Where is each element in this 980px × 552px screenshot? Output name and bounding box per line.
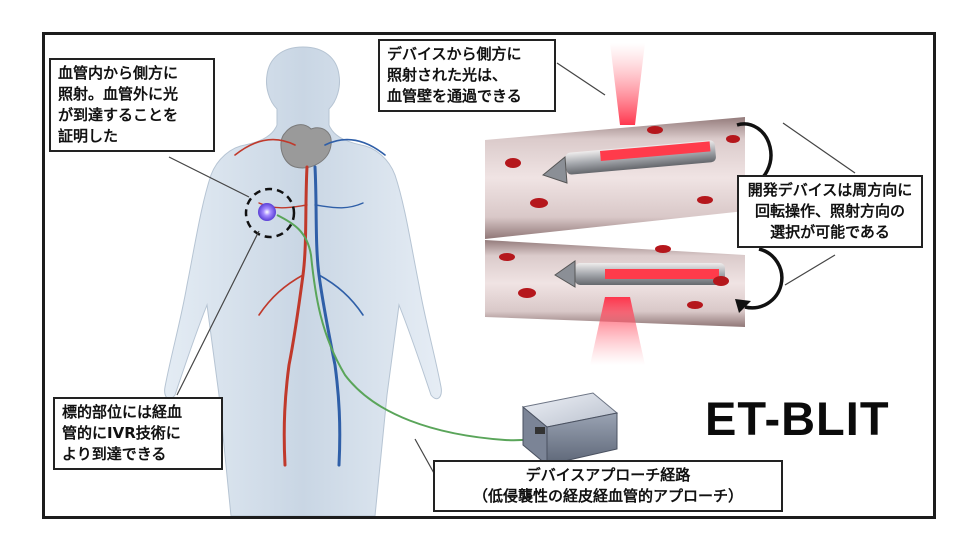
callout-transmit-line: デバイスから側方に	[387, 45, 522, 63]
device-tip-lower	[554, 260, 576, 288]
laser-beam-down	[590, 297, 645, 365]
callout-proof-line: 証明した	[58, 127, 119, 145]
callout-target-line: より到達できる	[62, 445, 167, 463]
callout-route-line: （低侵襲性の経皮経血管的アプローチ）	[472, 487, 743, 505]
callout-proof-line: 照射。血管外に光	[58, 85, 179, 103]
callout-proof: 血管内から側方に 照射。血管外に光 が到達することを 証明した	[49, 58, 215, 152]
callout-target-line: 管的にIVR技術に	[62, 424, 181, 442]
callout-transmit-line: 血管壁を通過できる	[387, 87, 522, 105]
callout-rotate-line: 開発デバイスは周方向に	[747, 181, 913, 199]
et-blit-logo: ET-BLIT	[705, 392, 890, 445]
rotation-arrow-lower	[735, 247, 784, 313]
callout-rotate: 開発デバイスは周方向に 回転操作、照射方向の 選択が可能である	[737, 175, 923, 248]
leader-lines	[168, 62, 856, 476]
callout-transmit-line: 照射された光は、	[387, 66, 508, 84]
laser-device-box	[521, 392, 619, 467]
target-site-circle	[244, 187, 296, 239]
laser-line-upper	[599, 141, 711, 161]
laser-beam-up	[610, 43, 645, 125]
target-site	[258, 203, 276, 221]
catheter-fiber	[276, 214, 544, 442]
vessel-upper	[485, 43, 745, 239]
heart	[280, 124, 332, 169]
figure-frame: 血管内から側方に 照射。血管外に光 が到達することを 証明した デバイスから側方…	[42, 32, 936, 519]
callout-transmit: デバイスから側方に 照射された光は、 血管壁を通過できる	[378, 39, 556, 112]
callout-rotate-line: 選択が可能である	[770, 223, 890, 241]
callout-target-line: 標的部位には経血	[62, 403, 183, 421]
device-tip-upper	[541, 156, 568, 184]
callout-proof-line: が到達することを	[58, 106, 179, 124]
callout-target: 標的部位には経血 管的にIVR技術に より到達できる	[53, 397, 223, 470]
vessel-lower	[485, 240, 745, 365]
callout-route-line: デバイスアプローチ経路	[525, 466, 691, 484]
callout-rotate-line: 回転操作、照射方向の	[754, 202, 905, 220]
illustration	[164, 43, 856, 516]
callout-route: デバイスアプローチ経路 （低侵襲性の経皮経血管的アプローチ）	[433, 460, 783, 512]
callout-proof-line: 血管内から側方に	[58, 64, 179, 82]
laser-line-lower	[605, 269, 719, 279]
